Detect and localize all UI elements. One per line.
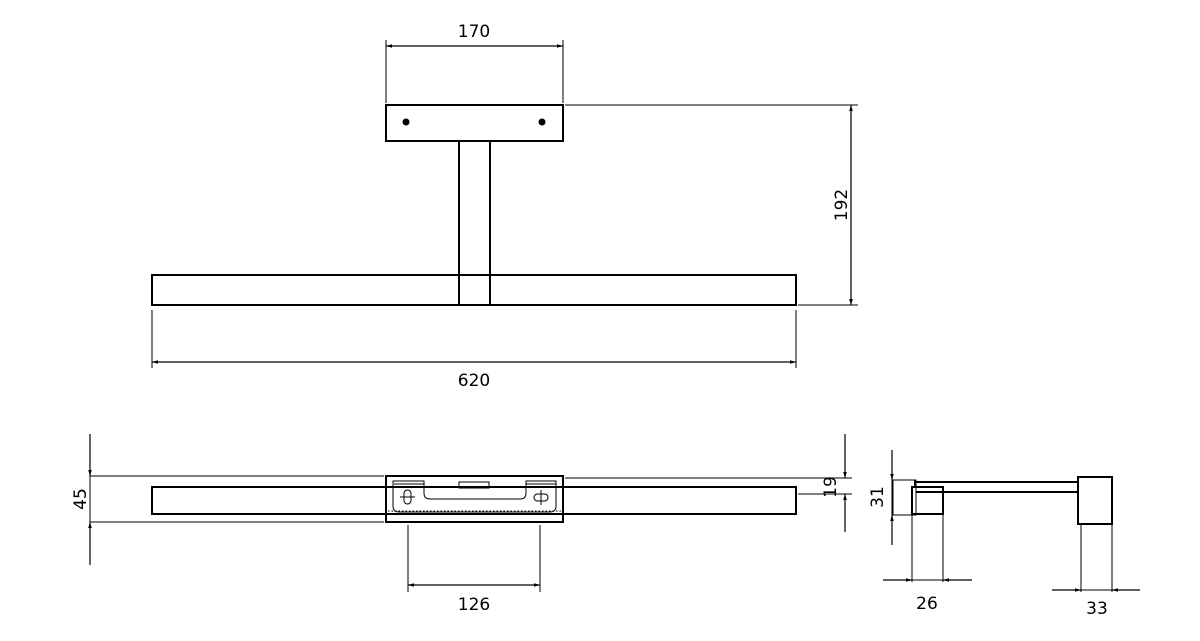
dimension-170: 170 (385, 22, 564, 103)
top-view: 170 192 620 (151, 22, 858, 391)
dimension-label: 170 (458, 22, 490, 42)
bar-end (1077, 476, 1113, 525)
dimension-33: 33 (1052, 524, 1140, 619)
dimension-label: 26 (916, 594, 938, 614)
side-view: 31 26 33 (868, 450, 1140, 619)
mounting-plate (385, 104, 564, 142)
dimension-label: 33 (1086, 599, 1108, 619)
dimension-19: 19 (565, 434, 852, 532)
dimension-620: 620 (151, 310, 797, 391)
dimension-label: 620 (458, 371, 490, 391)
arm (458, 140, 491, 306)
bracket (392, 480, 557, 513)
dimension-label: 19 (821, 476, 841, 498)
dimension-26: 26 (883, 514, 972, 614)
dimension-45: 45 (71, 434, 384, 565)
dimension-label: 126 (458, 595, 490, 615)
dimension-label: 192 (832, 189, 852, 221)
light-bar (151, 274, 797, 306)
dimension-label: 45 (71, 488, 91, 510)
light-bar (151, 486, 797, 515)
dimension-31: 31 (868, 450, 894, 545)
joint (911, 486, 944, 515)
mounting-plate (385, 475, 564, 523)
dimension-label: 31 (868, 486, 888, 508)
dimension-126: 126 (407, 525, 541, 615)
wall-plate (892, 479, 917, 516)
front-view: 45 19 126 (71, 434, 852, 615)
dimension-192: 192 (565, 104, 858, 306)
screw-hole (402, 118, 410, 126)
screw-hole (538, 118, 546, 126)
